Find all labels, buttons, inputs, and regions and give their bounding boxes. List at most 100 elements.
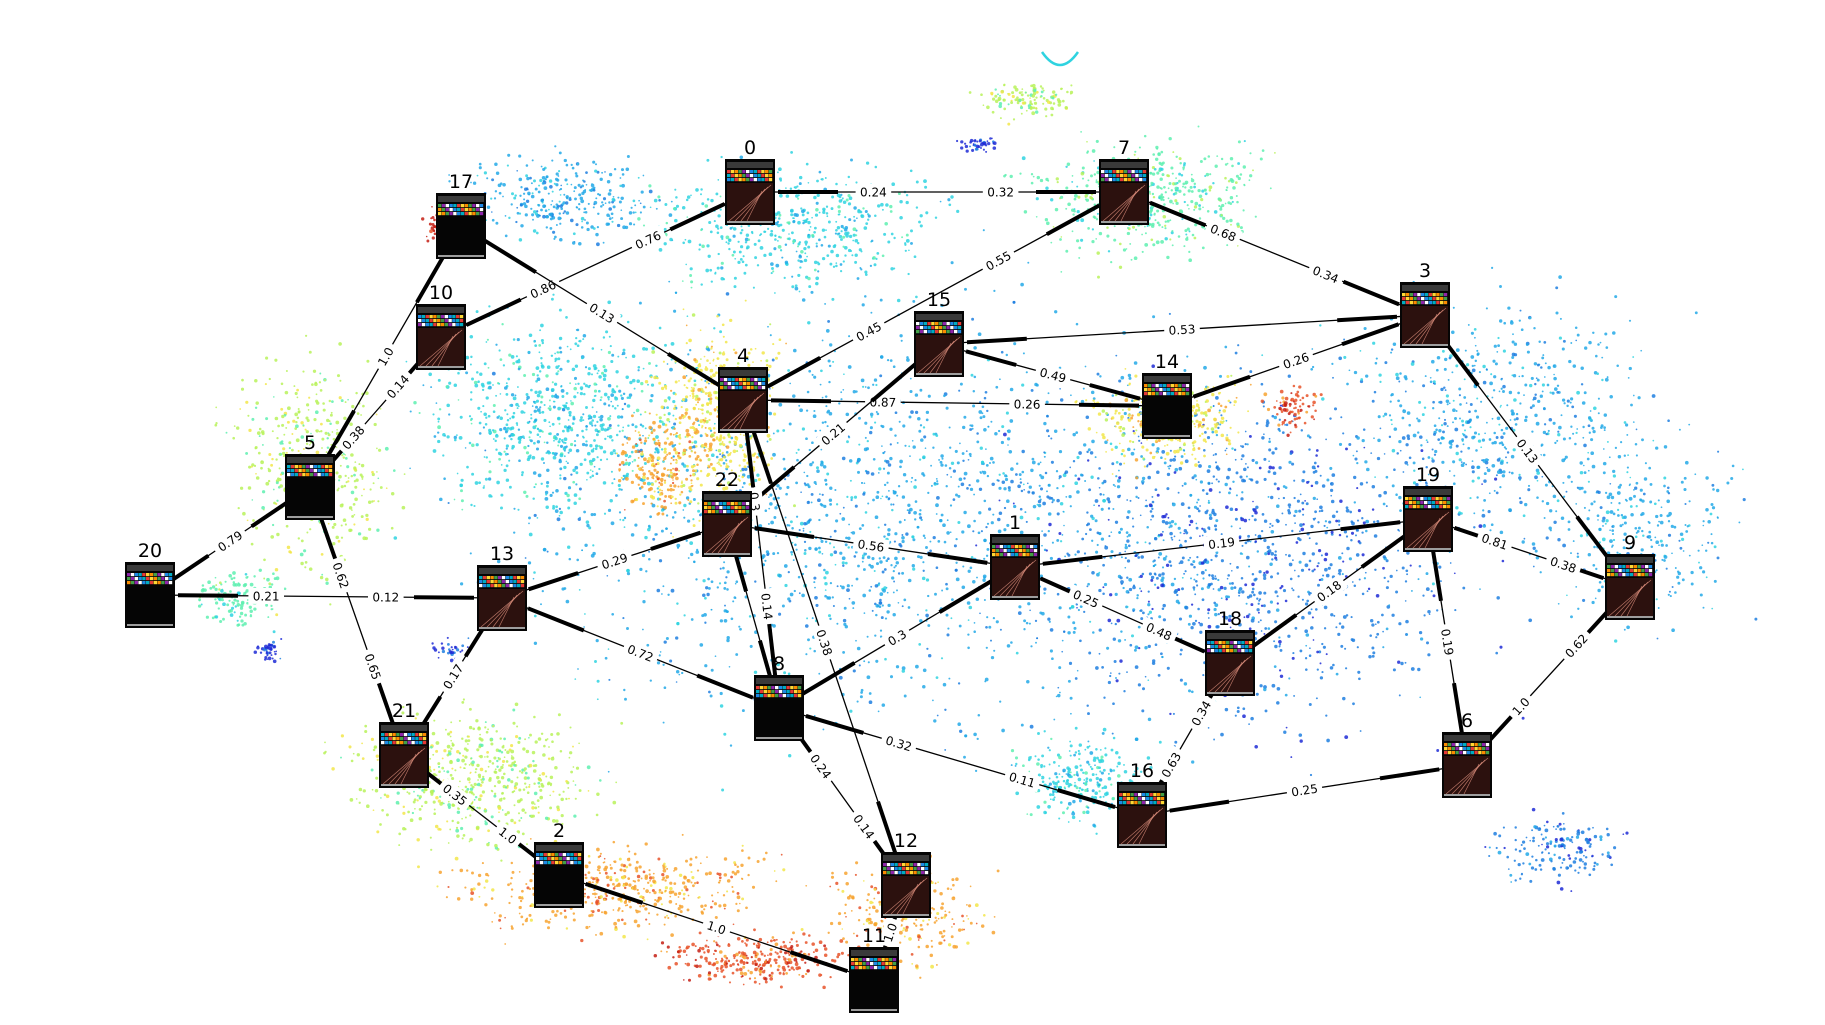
edge-20-13: 0.21 0.12 bbox=[149, 587, 503, 606]
node-id-label: 8 bbox=[773, 653, 785, 675]
edge-weight-label: 0.68 bbox=[1203, 218, 1243, 247]
edge-weight-label: 0.11 bbox=[1002, 766, 1042, 793]
node-id-label: 15 bbox=[927, 289, 951, 311]
edge-weight-label: 0.21 bbox=[248, 587, 285, 605]
node-id-label: 21 bbox=[392, 700, 416, 722]
edge-weight-label: 0.14 bbox=[847, 807, 881, 846]
node-2: 2 bbox=[534, 820, 584, 908]
game-frame-thumbnail bbox=[125, 562, 175, 628]
node-1: 1 bbox=[990, 512, 1040, 600]
edge-15-3: 0.53 bbox=[938, 314, 1426, 345]
edge-weight-label: 0.25 bbox=[1285, 779, 1324, 801]
edge-weight-label: 0.55 bbox=[978, 245, 1018, 277]
edge-weight-label: 0.26 bbox=[1276, 347, 1316, 374]
node-3: 3 bbox=[1400, 260, 1450, 348]
edge-21-2: 0.351.0 bbox=[403, 754, 560, 876]
edge-weight-label: 0.21 bbox=[814, 416, 852, 452]
node-id-label: 14 bbox=[1155, 351, 1179, 373]
edge-weight-label: 0.25 bbox=[1066, 584, 1106, 614]
node-id-label: 2 bbox=[553, 820, 565, 842]
node-5: 5 bbox=[285, 432, 335, 520]
game-frame-thumbnail bbox=[534, 842, 584, 908]
node-16: 16 bbox=[1117, 760, 1167, 848]
node-id-label: 13 bbox=[490, 543, 514, 565]
edge-weight-label: 0.26 bbox=[1009, 395, 1046, 413]
edge-weight-label: 1.0 bbox=[877, 916, 903, 949]
edge-19-6: 0.19 bbox=[1427, 518, 1468, 766]
node-22: 22 bbox=[702, 469, 752, 557]
node-id-label: 12 bbox=[894, 830, 918, 852]
edge-weight-label: 0.34 bbox=[1185, 693, 1217, 733]
edge-5-21: 0.62 0.65 bbox=[309, 486, 405, 756]
edge-13-8: 0.72 bbox=[501, 597, 780, 709]
node-id-label: 20 bbox=[138, 540, 162, 562]
node-12: 12 bbox=[881, 830, 931, 918]
edge-8-16: 0.32 0.11 bbox=[778, 707, 1143, 816]
edge-weight-label: 0.38 bbox=[811, 623, 838, 662]
node-id-label: 4 bbox=[737, 345, 749, 367]
edge-weight-label: 0.56 bbox=[852, 534, 890, 557]
node-7: 7 bbox=[1099, 137, 1149, 225]
edge-weight-label: 0.19 bbox=[1202, 533, 1241, 553]
node-id-label: 7 bbox=[1118, 137, 1130, 159]
edge-weight-label: 0.13 bbox=[1510, 431, 1545, 471]
node-id-label: 10 bbox=[429, 282, 453, 304]
node-id-label: 1 bbox=[1009, 512, 1021, 534]
edge-weight-label: 0.24 bbox=[855, 184, 892, 200]
node-13: 13 bbox=[477, 543, 527, 631]
edge-5-20: 0.79 bbox=[149, 486, 311, 596]
node-19: 19 bbox=[1403, 464, 1453, 552]
edge-weight-label: 0.38 bbox=[1543, 551, 1583, 578]
edge-weight-label: 0.45 bbox=[849, 315, 889, 347]
node-15: 15 bbox=[914, 289, 964, 377]
edge-7-3: 0.68 0.34 bbox=[1123, 191, 1426, 316]
edge-weight-label: 0.3 bbox=[880, 623, 914, 652]
node-id-label: 5 bbox=[304, 432, 316, 454]
game-frame-thumbnail bbox=[1142, 373, 1192, 439]
edge-weight-label: 0.18 bbox=[1309, 574, 1349, 608]
edge-weight-label: 1.0 bbox=[371, 340, 400, 373]
node-id-label: 22 bbox=[715, 469, 739, 491]
node-11: 11 bbox=[849, 925, 899, 1013]
edge-weight-label: 0.32 bbox=[879, 730, 919, 757]
node-21: 21 bbox=[379, 700, 429, 788]
edge-9-6: 0.621.0 bbox=[1466, 586, 1631, 766]
edge-7-4: 0.55 0.45 bbox=[742, 191, 1125, 401]
node-id-label: 19 bbox=[1416, 464, 1440, 486]
edge-weight-label: 0.72 bbox=[621, 638, 660, 668]
edge-weight-label: 0.14 bbox=[757, 587, 778, 626]
edge-weight-label: 0.13 bbox=[582, 296, 622, 330]
edge-weight-label: 0.48 bbox=[1139, 616, 1179, 646]
edge-weight-label: 0.65 bbox=[359, 647, 387, 687]
edge-0-7: 0.24 0.32 bbox=[750, 184, 1124, 200]
edge-weight-label: 1.0 bbox=[700, 915, 733, 940]
node-id-label: 0 bbox=[744, 137, 756, 159]
node-4: 4 bbox=[718, 345, 768, 433]
edge-weight-label: 0.12 bbox=[367, 588, 404, 606]
edge-weight-label: 0.34 bbox=[1306, 260, 1346, 289]
node-14: 14 bbox=[1142, 351, 1192, 439]
edge-16-6: 0.25 bbox=[1141, 764, 1468, 816]
edge-19-18: 0.18 bbox=[1229, 518, 1429, 664]
game-frame-thumbnail bbox=[285, 454, 335, 520]
game-frame-thumbnail bbox=[436, 193, 486, 259]
node-6: 6 bbox=[1442, 710, 1492, 798]
edge-22-1: 0.56 bbox=[726, 523, 1016, 568]
node-20: 20 bbox=[125, 540, 175, 628]
node-id-label: 18 bbox=[1218, 608, 1242, 630]
edge-weight-label: 0.62 bbox=[327, 555, 355, 595]
edge-weight-label: 0.49 bbox=[1033, 362, 1073, 388]
edge-weight-label: 0.32 bbox=[982, 184, 1019, 200]
node-id-label: 9 bbox=[1624, 532, 1636, 554]
edge-2-11: 1.0 bbox=[558, 874, 875, 981]
node-id-label: 11 bbox=[862, 925, 886, 947]
node-17: 17 bbox=[436, 171, 486, 259]
node-id-label: 3 bbox=[1419, 260, 1431, 282]
edge-4-12: 0.38 bbox=[742, 399, 907, 886]
node-10: 10 bbox=[416, 282, 466, 370]
node-18: 18 bbox=[1205, 608, 1255, 696]
edge-weight-label: 0.81 bbox=[1475, 528, 1515, 555]
node-id-label: 16 bbox=[1130, 760, 1154, 782]
